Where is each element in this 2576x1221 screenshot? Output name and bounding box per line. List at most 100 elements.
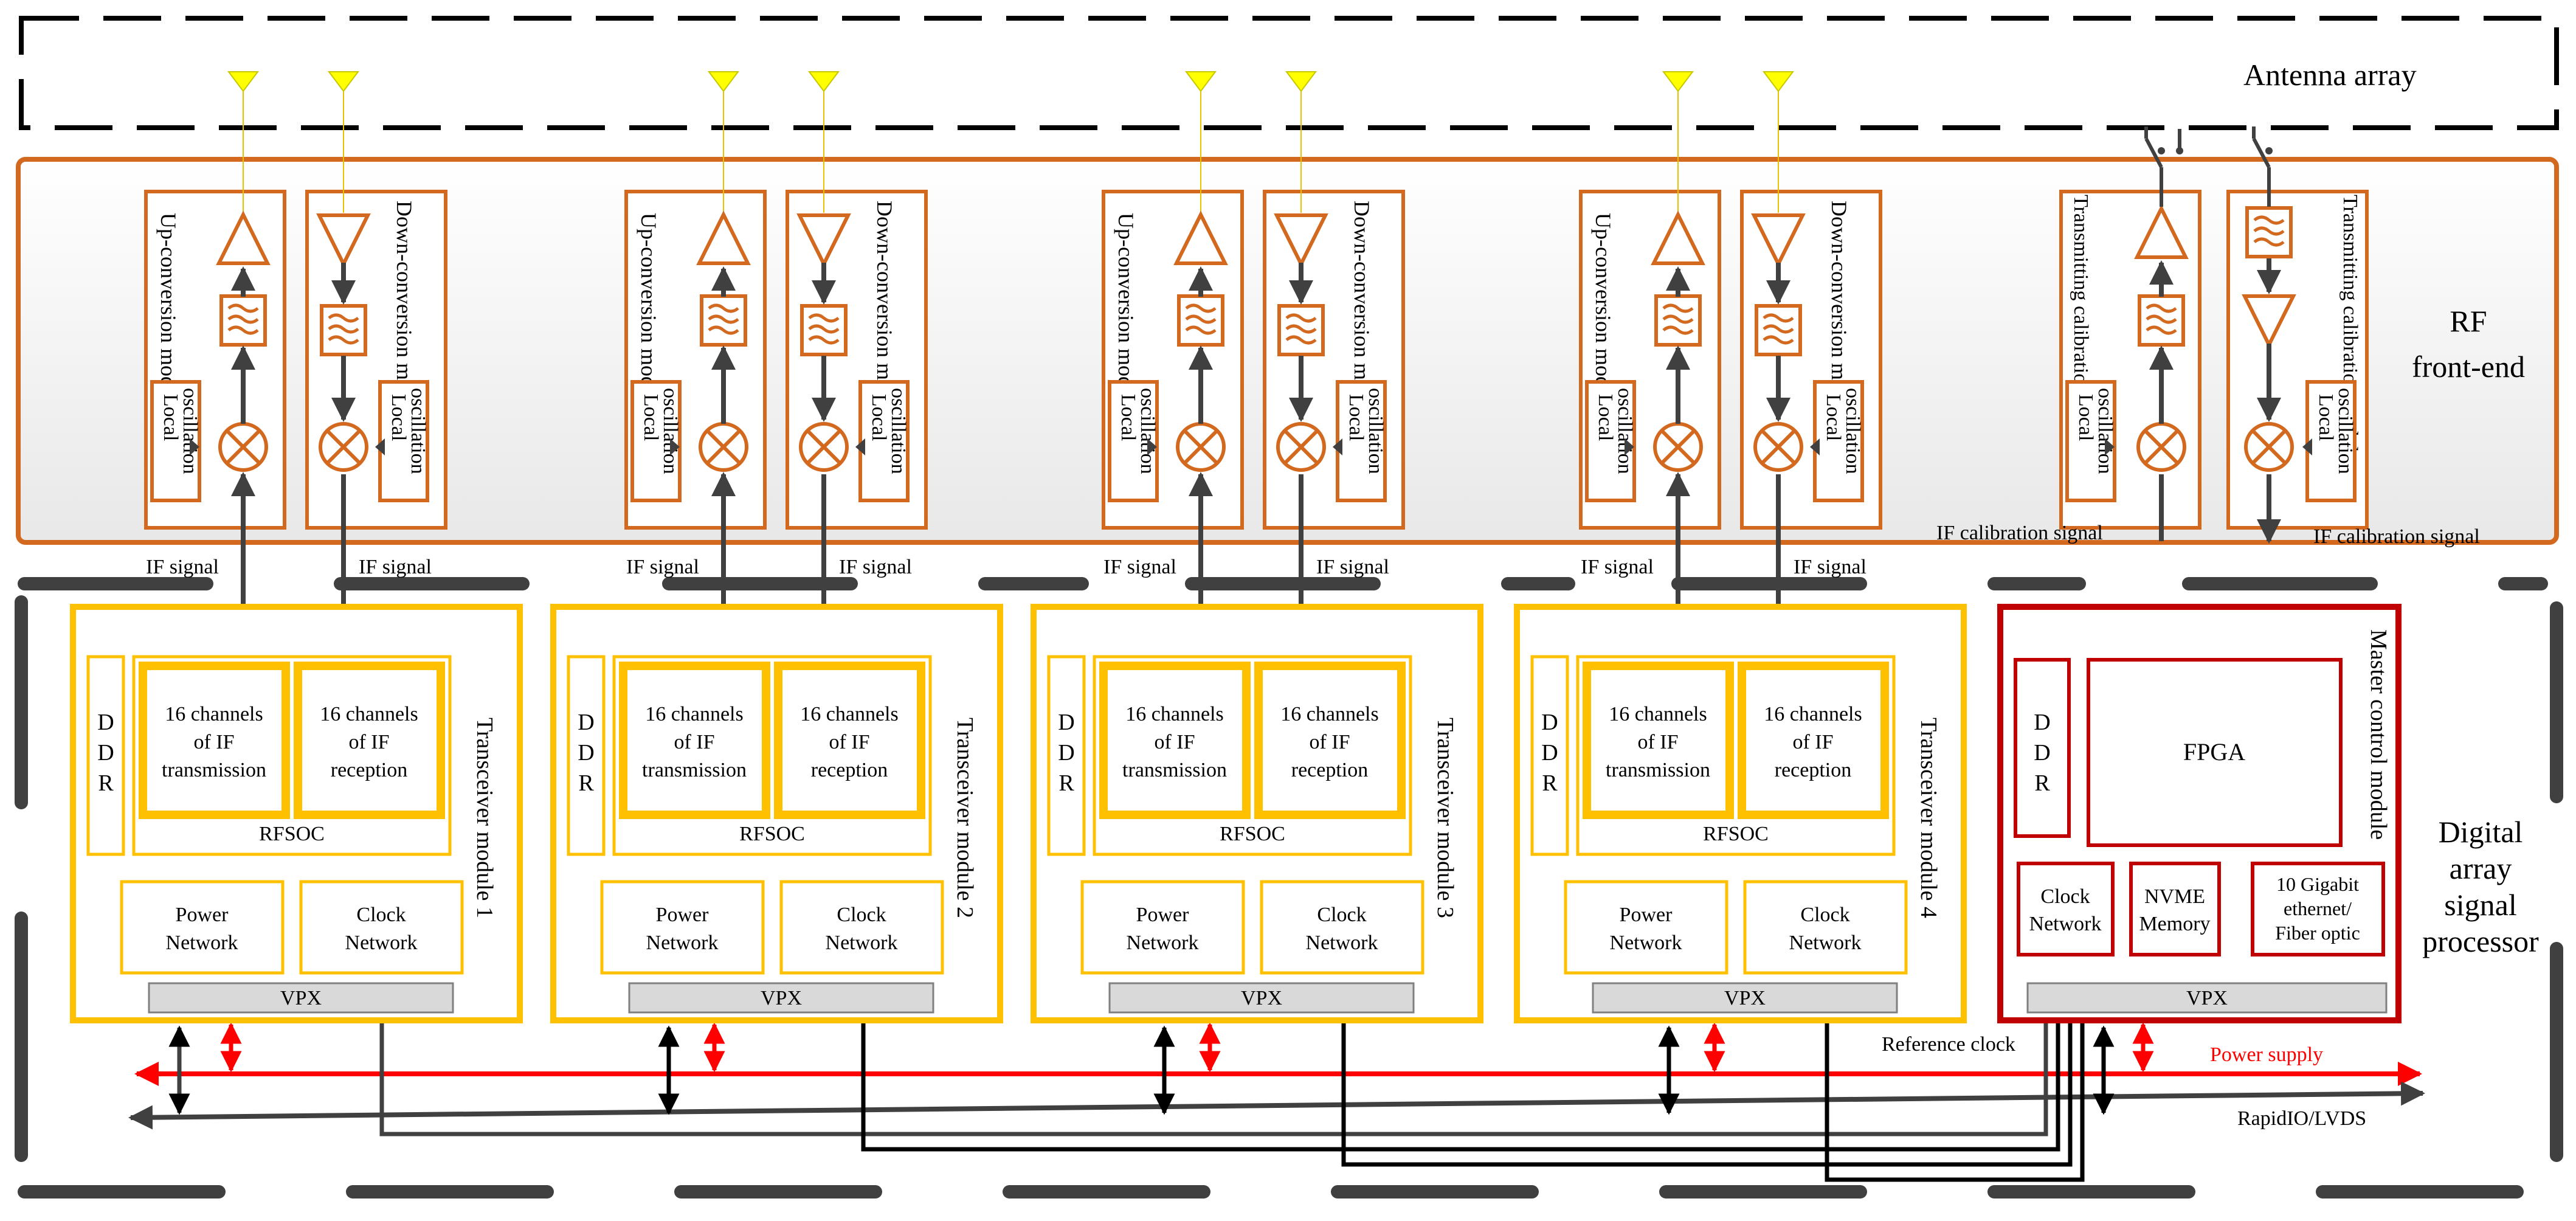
ch2-down-lo-line1: Local [868, 394, 890, 441]
ch1-if-signal-label-rx: IF signal [359, 556, 432, 578]
ch4-rx-antenna [1763, 71, 1794, 92]
ch4-if-signal-label-tx: IF signal [1581, 556, 1654, 578]
transceiver-4-clock-network-box [1743, 880, 1908, 975]
transceiver-1-rx-line-1: 16 channels [320, 703, 418, 725]
rf-frontend-label-line2: front-end [2412, 350, 2525, 384]
cal-right-filter-wave [2253, 226, 2285, 236]
master-vpx-label: VPX [2186, 987, 2228, 1009]
fpga-label: FPGA [2183, 738, 2245, 766]
transceiver-2-rx-line-3: reception [811, 759, 888, 781]
ch1-down-lo-arrow [375, 438, 385, 455]
transceiver-4-power-network-box [1564, 880, 1728, 975]
ch3-down-filter [1277, 304, 1325, 356]
transceiver-2-power-line-2: Network [646, 932, 719, 954]
ch2-down-filter-wave [808, 313, 840, 323]
transceiver-4-ddr-letter-2: D [1541, 740, 1558, 766]
ch3-rx-antenna [1285, 71, 1317, 92]
cal-right-mixer-x2 [2251, 429, 2287, 465]
transceiver-2-clock-network-box [779, 880, 944, 975]
transceiver-4-power-line-1: Power [1620, 904, 1673, 926]
ch2-up-filter-wave [708, 303, 739, 313]
transceiver-4-rx-channels-box [1738, 662, 1889, 819]
transceiver-1-ddr-box [86, 655, 125, 856]
transceiver-2-ddr-box [567, 655, 606, 856]
transceiver-3-tx-line-2: of IF [1154, 731, 1195, 753]
ch2-down-amplifier [796, 213, 851, 268]
transceiver-2-clock-line-2: Network [826, 932, 898, 954]
ch1-down-filter [320, 304, 367, 356]
ch1-down-filter-wave [328, 335, 359, 345]
transceiver-1-rfsoc-label: RFSOC [259, 823, 325, 845]
transceiver-2-rx-line-1: 16 channels [800, 703, 898, 725]
bus-layer [128, 958, 2425, 1182]
transceiver-1-rx-channels-box [294, 662, 445, 819]
ch2-down-lo-line2: oscillation [887, 388, 910, 474]
ch2-down-local-oscillator [858, 380, 910, 502]
cal-left-mixer-x2 [2144, 429, 2179, 465]
clock-line-1 [371, 958, 2048, 1136]
transceiver-1-power-network-box [120, 880, 285, 975]
nvme-line2: Memory [2139, 913, 2210, 935]
ch2-tx-antenna [708, 71, 739, 92]
digital-label-line2: array [2450, 851, 2512, 885]
transceiver-1-vpx-bar [148, 982, 454, 1014]
ch2-up-filter-wave [708, 314, 739, 324]
transceiver-1-clock-line-1: Clock [356, 904, 406, 926]
transceiver-3-tx-line-3: transmission [1122, 759, 1227, 781]
transceiver-4-tx-line-1: 16 channels [1609, 703, 1707, 725]
transceiver-3-ddr-letter-2: D [1058, 740, 1074, 766]
ch4-up-lo-arrow [1625, 438, 1634, 455]
transceiver-3-ddr-letter-3: R [1058, 770, 1074, 796]
transceiver-1-tx-channels-box [139, 662, 290, 819]
ch2-up-lo-line1: Local [640, 394, 662, 441]
transceiver-2-power-line-1: Power [656, 904, 710, 926]
ch3-up-mixer [1176, 422, 1226, 472]
transceiver-3-rx-line-1: 16 channels [1280, 703, 1378, 725]
ch1-tx-antenna [227, 71, 259, 92]
transceiver-3-ddr-letter-1: D [1058, 710, 1074, 735]
cal-right-lo-arrow [2302, 438, 2312, 455]
ch1-up-mixer-x2 [226, 429, 261, 465]
master-module-title: Master control module [2366, 629, 2391, 840]
ch3-up-lo-arrow [1147, 438, 1157, 455]
nvme-memory-box [2129, 862, 2221, 956]
ch2-up-filter [700, 294, 747, 347]
ch3-up-lo-line1: Local [1117, 394, 1139, 441]
transceiver-1-ddr-letter-2: D [97, 740, 114, 766]
ch3-down-filter-wave [1285, 324, 1317, 334]
ch4-down-filter-wave [1763, 335, 1794, 345]
transceiver-1-vpx-label: VPX [280, 987, 322, 1009]
transceiver-3-rx-channels-box [1254, 662, 1406, 819]
ch2-down-filter-wave [808, 335, 840, 345]
ch3-up-lo-line2: oscillation [1136, 388, 1159, 474]
ch4-down-filter-wave [1763, 324, 1794, 334]
transceiver-1-tx-line-3: transmission [162, 759, 266, 781]
transceiver-3-vpx-bar [1108, 982, 1415, 1014]
transceiver-4-vpx-bar [1592, 982, 1898, 1014]
ch1-rx-antenna [328, 71, 359, 92]
transceiver-2-rx-line-2: of IF [829, 731, 869, 753]
ch1-up-filter-wave [227, 303, 259, 313]
master-clock-line1: Clock [2040, 885, 2090, 908]
ch4-up-amplifier [1651, 210, 1705, 265]
if-cal-signal-label-right: IF calibration signal [2313, 525, 2480, 548]
transceiver-4-rfsoc-label: RFSOC [1703, 823, 1769, 845]
transceiver-1-ddr-letter-1: D [97, 710, 114, 735]
transceiver-4-power-line-2: Network [1610, 932, 1682, 954]
cal-left-switch-blade [2144, 137, 2163, 168]
transceiver-2-tx-channels-box [619, 662, 770, 819]
transceiver-2-tx-line-3: transmission [642, 759, 747, 781]
ch3-down-lo-arrow [1333, 438, 1342, 455]
ch2-down-mixer-x2 [806, 429, 841, 465]
ch3-down-amplifier [1274, 213, 1328, 268]
ch3-down-lo-line2: oscillation [1364, 388, 1387, 474]
transceiver-4-ddr-letter-1: D [1541, 710, 1558, 735]
ch4-up-mixer-x2 [1660, 429, 1696, 465]
transceiver-1-title: Transceiver module 1 [472, 718, 497, 918]
ch2-up-mixer [699, 422, 748, 472]
ch2-rx-antenna [808, 71, 840, 92]
